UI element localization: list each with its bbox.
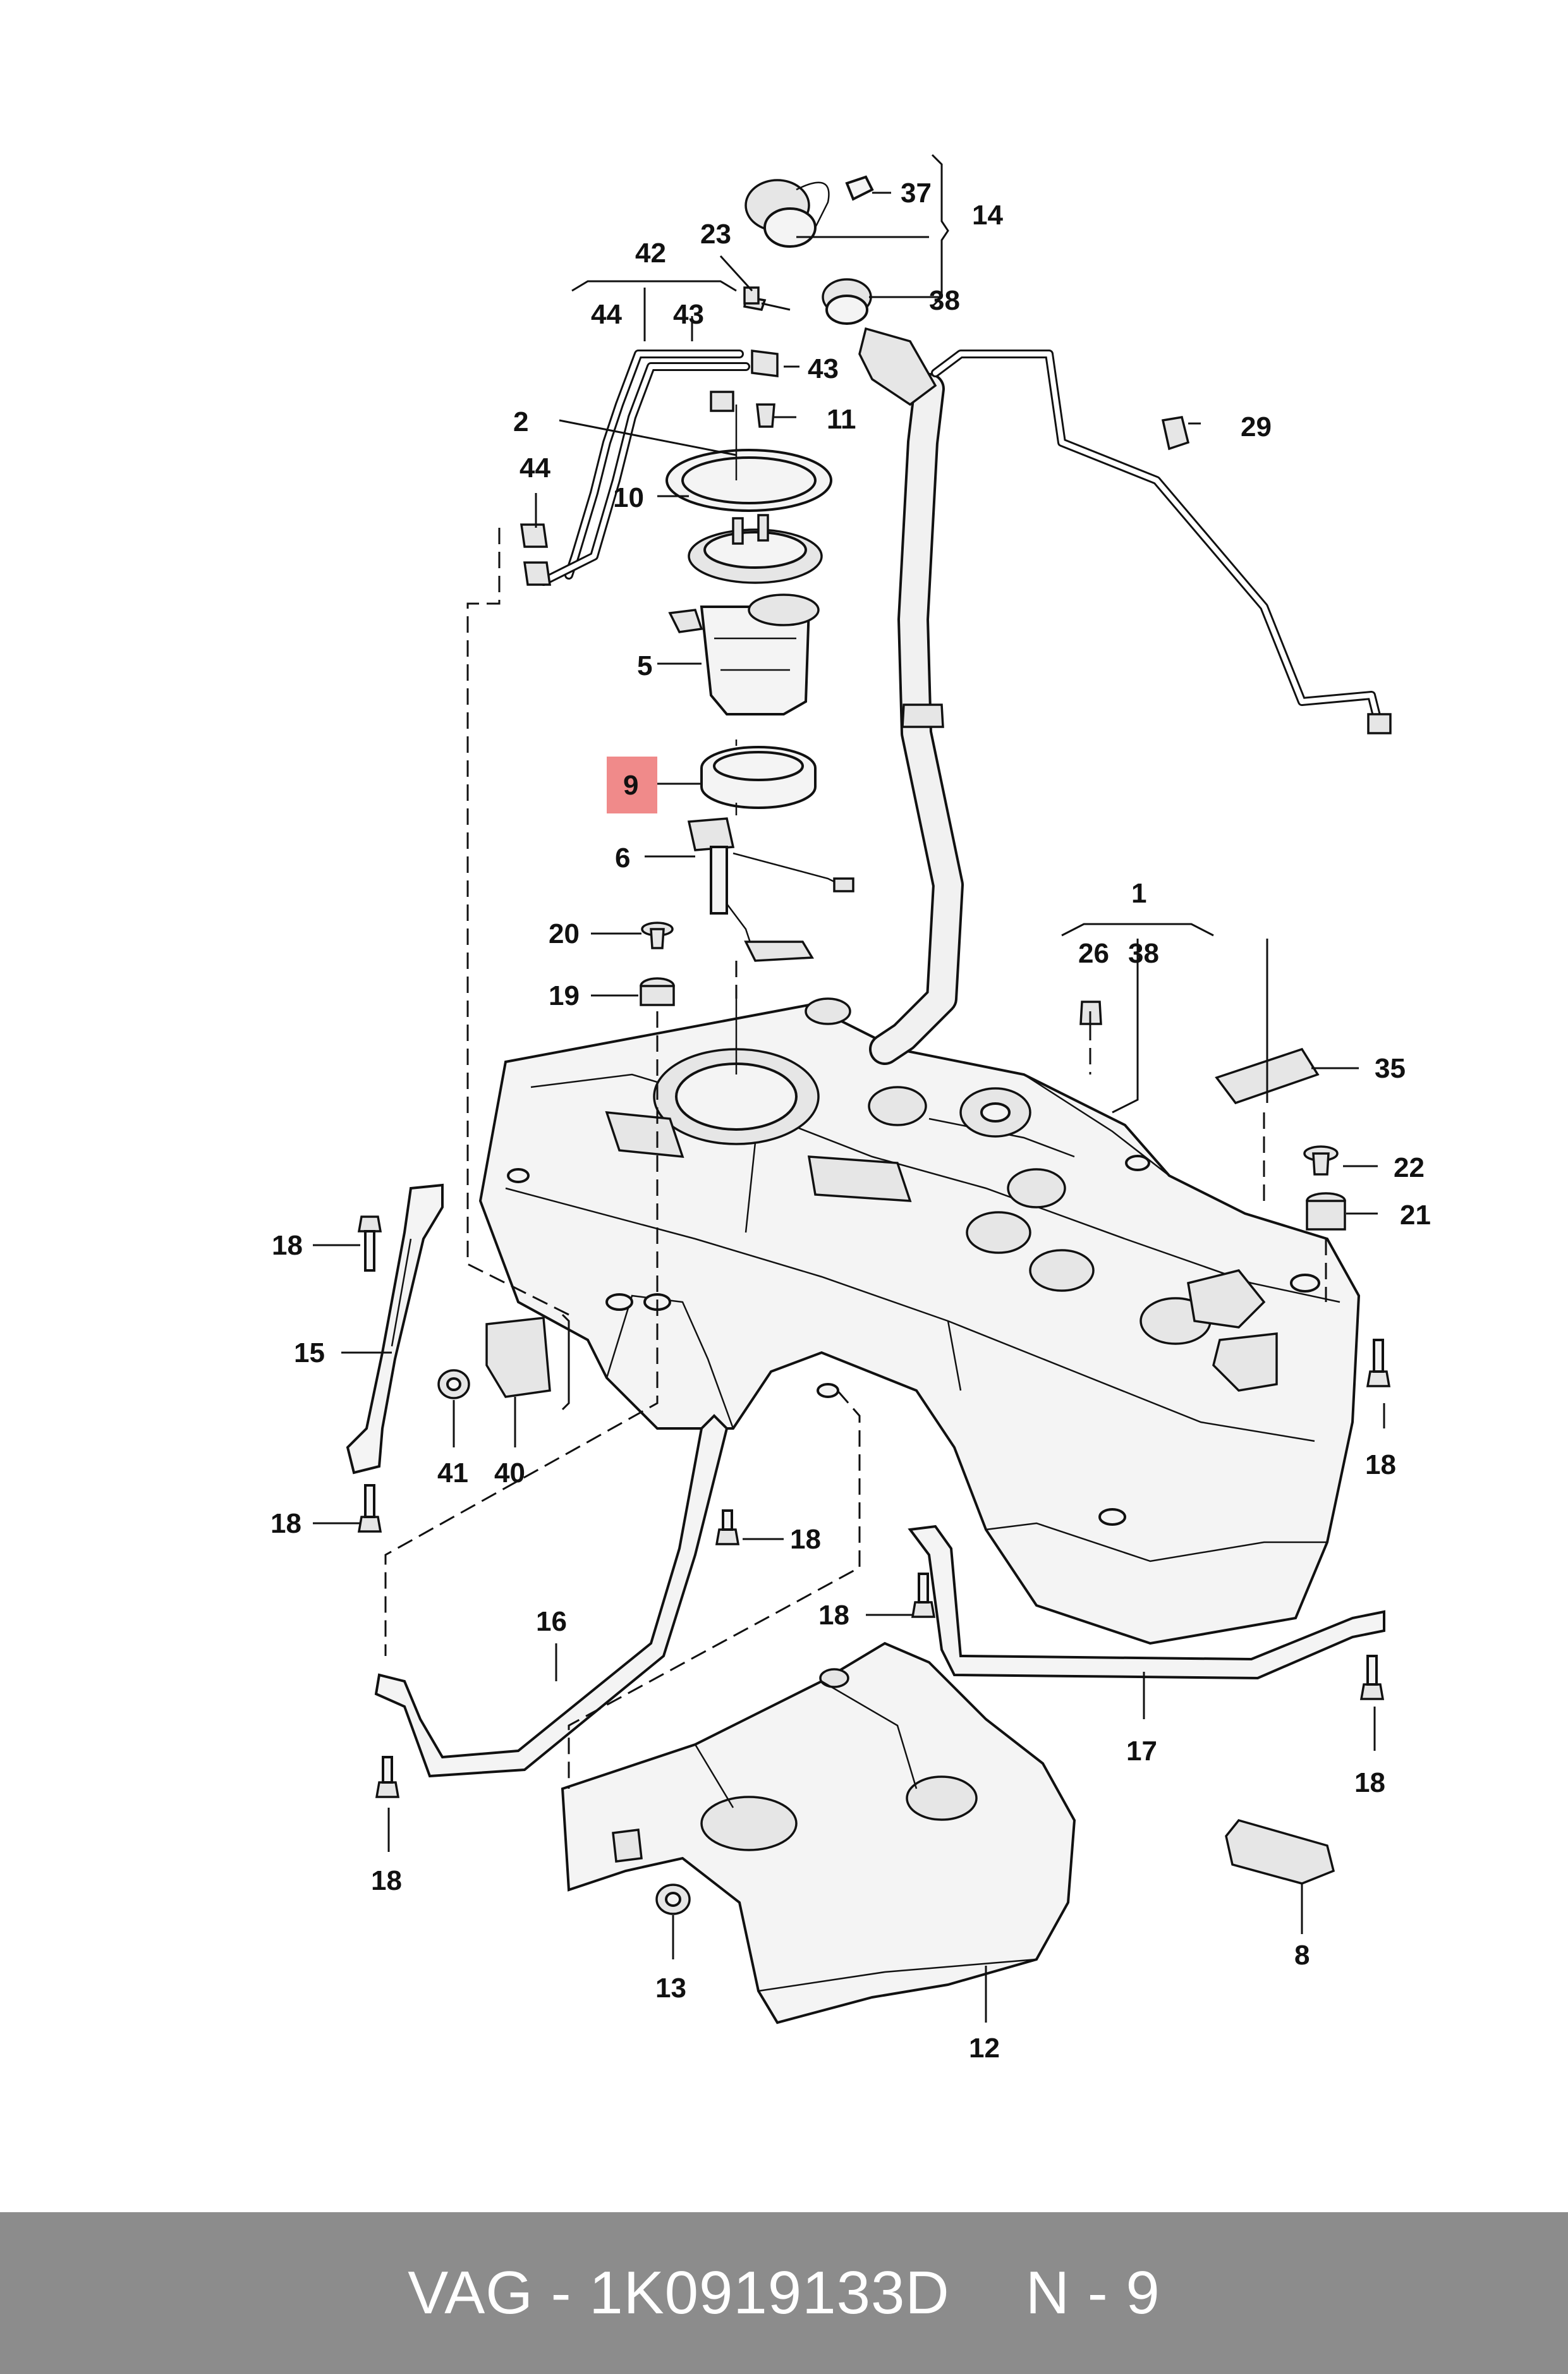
part-reference: VAG - 1K0919133D	[408, 2259, 950, 2327]
callout-15: 15	[294, 1337, 325, 1368]
fuel-lines	[520, 350, 779, 586]
callout-14: 14	[972, 200, 1003, 231]
callout-labels: 37 14 23 42 38 44 43 43 11 2 29 44 10 5 …	[270, 178, 1431, 2064]
filler-cap-assembly	[743, 175, 874, 325]
highlight-box	[607, 757, 657, 813]
leader-lines	[313, 192, 1385, 2023]
callout-43b: 43	[808, 353, 839, 384]
callout-21: 21	[1400, 1200, 1431, 1231]
callout-6: 6	[615, 843, 630, 874]
fuel-tank	[478, 997, 1361, 1645]
callout-29: 29	[1241, 411, 1272, 442]
callout-20: 20	[549, 918, 580, 949]
callout-18e: 18	[818, 1600, 849, 1631]
bolts	[357, 1215, 1391, 1798]
callout-22: 22	[1394, 1152, 1425, 1183]
callout-43a: 43	[673, 299, 704, 330]
callout-44b: 44	[520, 453, 550, 484]
small-parts	[437, 286, 1346, 1915]
exploded-parts-diagram: 37 14 23 42 38 44 43 43 11 2 29 44 10 5 …	[270, 154, 1431, 2064]
assembly-guide-lines	[384, 528, 1327, 1789]
callout-18d: 18	[790, 1524, 821, 1555]
callout-12: 12	[969, 2033, 1000, 2064]
callout-5: 5	[637, 650, 652, 681]
fuel-pump-assembly	[665, 405, 854, 1074]
callout-18a: 18	[272, 1230, 303, 1261]
callout-10: 10	[613, 482, 644, 513]
callout-18c: 18	[270, 1508, 301, 1539]
tank-straps	[346, 1183, 1385, 1778]
callout-8: 8	[1294, 1940, 1310, 1971]
callout-23: 23	[700, 219, 731, 250]
callout-18b: 18	[1365, 1449, 1396, 1480]
callout-41: 41	[437, 1458, 468, 1488]
callout-9: 9	[623, 770, 638, 801]
callout-19: 19	[549, 980, 580, 1011]
callout-44a: 44	[591, 299, 622, 330]
callout-13: 13	[655, 1973, 686, 2004]
callout-16: 16	[536, 1606, 567, 1637]
callout-11: 11	[827, 404, 856, 435]
callout-2: 2	[513, 406, 528, 437]
callout-1: 1	[1131, 878, 1146, 909]
callout-38b: 38	[1128, 938, 1159, 969]
heat-shield	[561, 1641, 1076, 2024]
callout-18f: 18	[1354, 1767, 1385, 1798]
vent-line	[931, 350, 1392, 734]
callout-26: 26	[1078, 938, 1109, 969]
diagram-position: N - 9	[1025, 2259, 1160, 2327]
callout-38a: 38	[929, 285, 960, 316]
callout-37: 37	[901, 178, 932, 209]
callout-40: 40	[494, 1458, 525, 1488]
part-number-footer: VAG - 1K0919133D N - 9	[0, 2212, 1568, 2374]
callout-42: 42	[635, 238, 666, 269]
filler-neck-pipe	[858, 327, 964, 1065]
callout-17: 17	[1126, 1736, 1157, 1767]
callout-35: 35	[1375, 1053, 1406, 1084]
callout-18g: 18	[371, 1865, 402, 1896]
